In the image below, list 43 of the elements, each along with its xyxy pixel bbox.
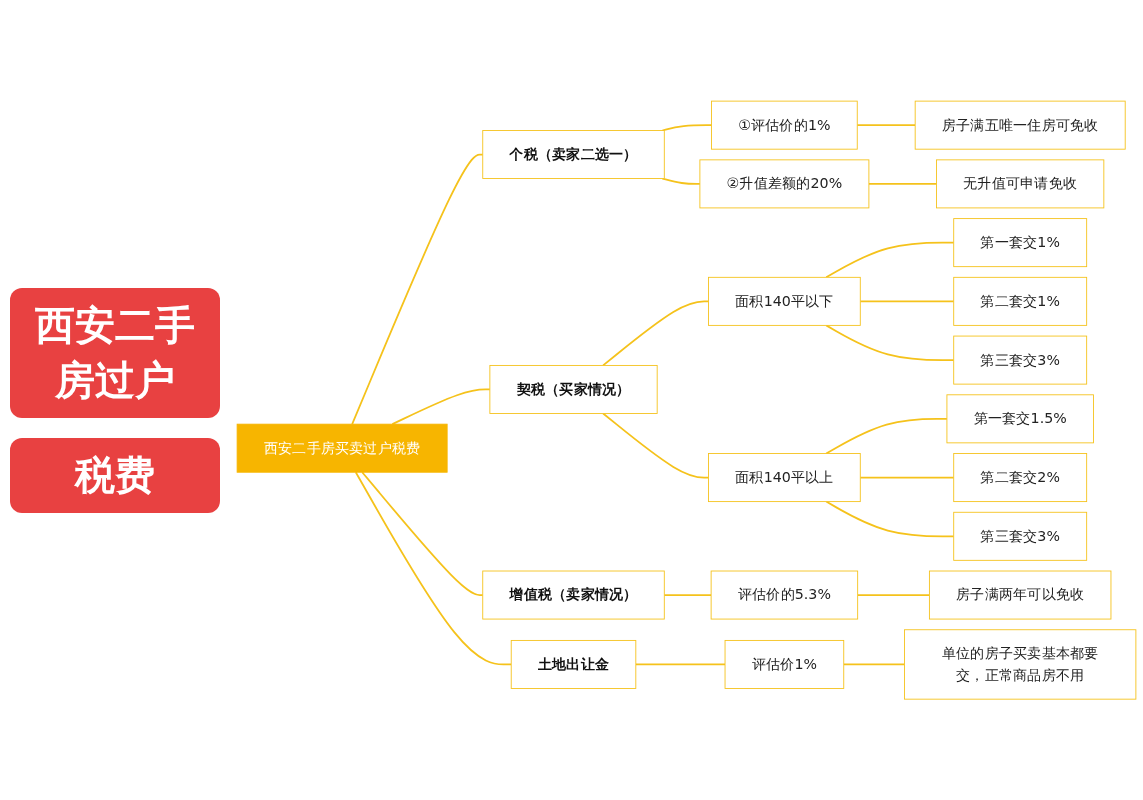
node-box: 面积140平以下 <box>708 276 861 326</box>
node-box: 增值税（卖家情况） <box>482 570 665 620</box>
connector <box>859 476 955 479</box>
connector <box>825 324 955 361</box>
connector <box>661 124 713 132</box>
connector <box>602 412 710 479</box>
node-box: 第三套交3% <box>953 335 1088 385</box>
connector <box>361 471 484 596</box>
title-banner: 税费 <box>10 437 220 513</box>
node-box: 评估价的5.3% <box>710 570 859 620</box>
connector <box>602 300 710 367</box>
connector <box>856 124 917 126</box>
connector <box>868 182 938 185</box>
node-box: ②升值差额的20% <box>699 159 870 209</box>
node-box: 西安二手房买卖过户税费 <box>236 423 448 473</box>
connector <box>825 417 948 455</box>
node-box: 第一套交1% <box>953 218 1088 267</box>
node-box: 无升值可申请免收 <box>936 159 1105 209</box>
node-box: 第二套交2% <box>953 452 1088 502</box>
node-box: 评估价1% <box>724 639 845 689</box>
connector <box>663 594 712 596</box>
node-box: ①评估价的1% <box>711 100 858 150</box>
connector <box>859 300 955 303</box>
connector <box>634 663 726 666</box>
node-box: 房子满五唯一住房可免收 <box>914 100 1126 150</box>
connector <box>842 663 906 666</box>
node-box: 个税（卖家二选一） <box>482 129 665 179</box>
connector <box>825 241 955 279</box>
connector <box>856 594 931 596</box>
node-box: 土地出让金 <box>510 639 637 689</box>
node-box: 第三套交3% <box>953 511 1088 561</box>
node-box: 房子满两年可以免收 <box>928 570 1112 620</box>
connector <box>825 500 955 538</box>
node-box: 第二套交1% <box>953 276 1088 326</box>
node-box: 契税（买家情况） <box>489 364 658 414</box>
node-box: 单位的房子买卖基本都要交，正常商品房不用 <box>904 629 1137 700</box>
title-banner: 西安二手房过户 <box>10 287 220 418</box>
connector <box>354 471 513 666</box>
connector <box>391 388 491 425</box>
node-box: 面积140平以上 <box>708 452 861 502</box>
connector <box>661 177 701 185</box>
connector <box>351 153 484 425</box>
node-box: 第一套交1.5% <box>946 394 1094 444</box>
